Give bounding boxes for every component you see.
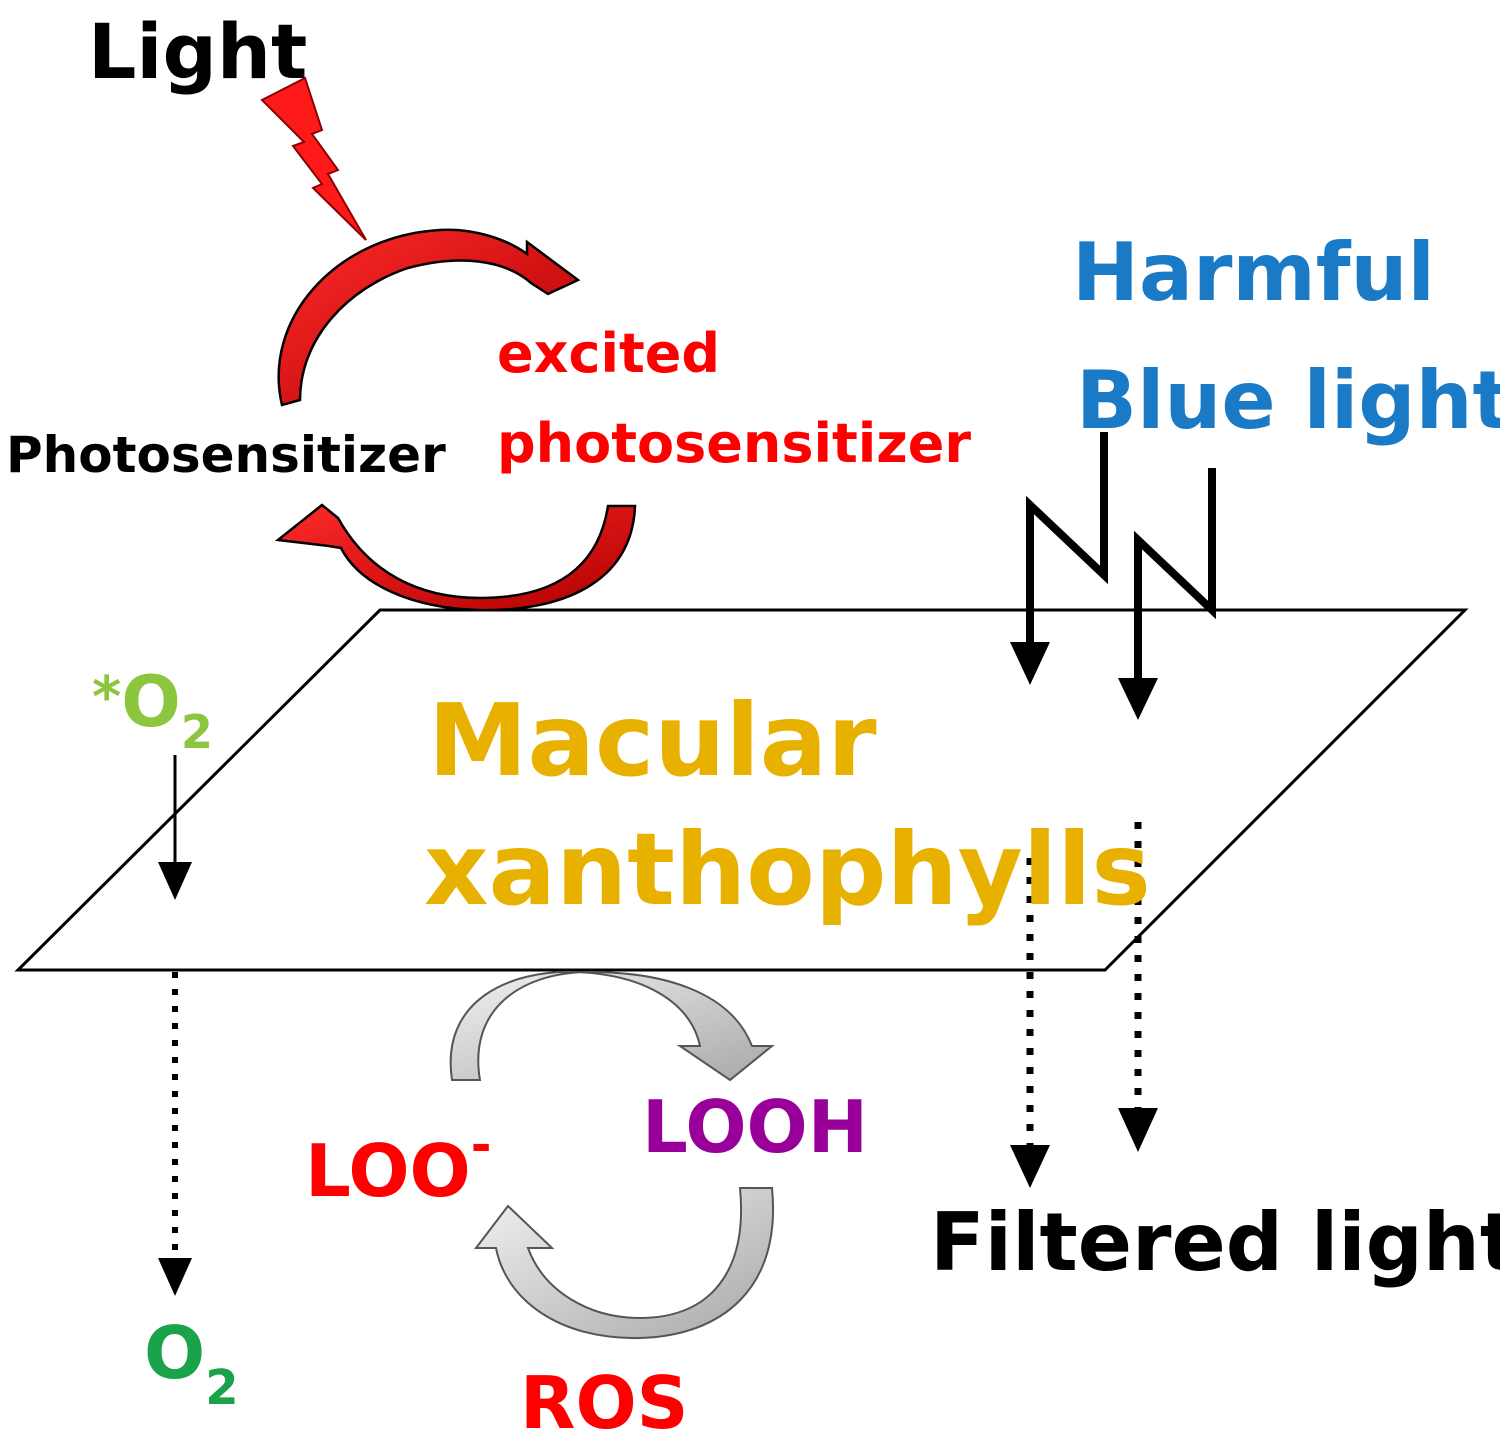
grey-arrow-upper (449, 970, 775, 1082)
oxygen-o: O (144, 1311, 205, 1395)
ros-label: ROS (520, 1361, 689, 1440)
cycle-arrow-icon (274, 228, 637, 612)
oxygen-sub: 2 (205, 1360, 238, 1416)
macular-plane (14, 608, 1469, 972)
filtered-light-label: Filtered light (930, 1196, 1500, 1289)
light-label: Light (88, 7, 307, 96)
excited-label-line1: excited (497, 322, 720, 385)
red-arrow-upper (277, 228, 581, 407)
oxygen-arrowhead (158, 1258, 192, 1296)
zigzag-arrow-left (1026, 432, 1108, 650)
singlet-oxygen-arrowhead (158, 862, 192, 900)
loo-label: LOO- (305, 1116, 492, 1213)
excited-label-line2: photosensitizer (497, 412, 971, 475)
filtered-arrowhead-right (1118, 1108, 1158, 1152)
filtered-arrowhead-left (1010, 1145, 1050, 1188)
photosensitizer-label: Photosensitizer (6, 426, 446, 484)
zigzag-arrowhead-right (1118, 678, 1158, 720)
red-arrow-lower (274, 503, 637, 612)
singlet-oxygen-sub: 2 (181, 705, 213, 759)
singlet-oxygen-o: O (121, 661, 181, 743)
zigzag-arrowhead-left (1010, 642, 1050, 685)
grey-cycle-arrows (449, 970, 775, 1340)
oxygen-label: O2 (144, 1311, 239, 1416)
loo-superscript: - (471, 1116, 492, 1174)
harmful-label-line2: Blue light (1076, 354, 1500, 447)
grey-arrow-lower (473, 1187, 775, 1340)
loo-text: LOO (305, 1129, 471, 1213)
zigzag-arrow-right (1134, 468, 1216, 685)
harmful-label-line1: Harmful (1072, 226, 1435, 319)
singlet-oxygen-star: * (92, 665, 121, 730)
macular-label-line2: xanthophylls (424, 811, 1151, 928)
looh-label: LOOH (642, 1085, 868, 1169)
macular-label-line1: Macular (428, 682, 877, 799)
lightning-bolt-icon (260, 76, 367, 241)
singlet-oxygen-label: *O2 (92, 661, 213, 759)
zigzag-light-arrow-icon (1026, 432, 1216, 685)
